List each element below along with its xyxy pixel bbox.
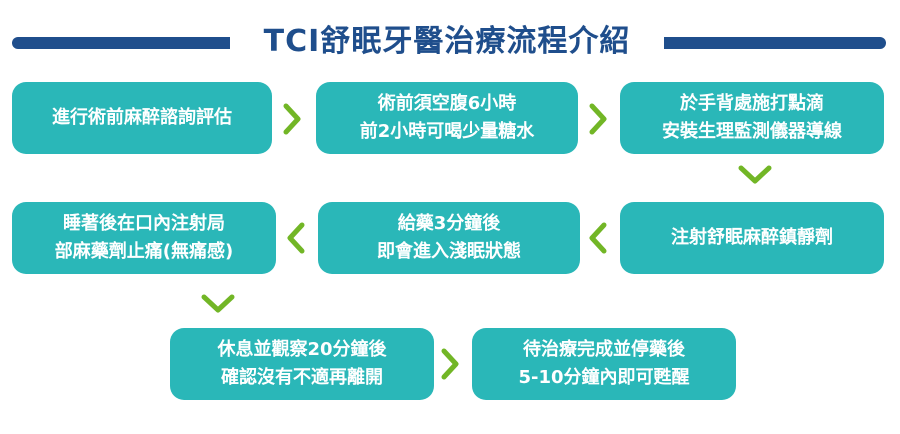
step-7-line-2: 確認沒有不適再離開: [221, 367, 383, 388]
step-1-line-1: 進行術前麻醉諮詢評估: [52, 107, 232, 128]
page-title: TCI舒眠牙醫治療流程介紹: [263, 24, 631, 59]
step-3-line-2: 安裝生理監測儀器導線: [662, 121, 842, 142]
chevron-right-icon: [282, 102, 302, 136]
step-8-line-2: 5-10分鐘內即可甦醒: [518, 367, 690, 388]
title-bar-left: [12, 37, 230, 49]
chevron-left-icon: [286, 221, 306, 255]
title-bar-right: [664, 37, 886, 49]
chevron-right-icon: [440, 347, 460, 381]
step-4-line-1: 注射舒眠麻醉鎮靜劑: [671, 227, 833, 248]
step-2-line-2: 前2小時可喝少量糖水: [359, 121, 535, 142]
step-3-box: 於手背處施打點滴 安裝生理監測儀器導線: [620, 82, 884, 154]
step-5-line-2: 即會進入淺眠狀態: [377, 241, 521, 262]
chevron-down-icon: [737, 164, 773, 186]
chevron-left-icon: [588, 221, 608, 255]
step-1-box: 進行術前麻醉諮詢評估: [12, 82, 272, 154]
step-4-box: 注射舒眠麻醉鎮靜劑: [620, 202, 884, 274]
step-2-line-1: 術前須空腹6小時: [377, 93, 517, 114]
step-6-box: 睡著後在口內注射局 部麻藥劑止痛(無痛感): [12, 202, 276, 274]
step-8-line-1: 待治療完成並停藥後: [523, 339, 685, 360]
step-6-line-1: 睡著後在口內注射局: [63, 213, 225, 234]
step-6-line-2: 部麻藥劑止痛(無痛感): [54, 241, 234, 262]
step-5-line-1: 給藥3分鐘後: [397, 213, 501, 234]
step-2-box: 術前須空腹6小時 前2小時可喝少量糖水: [316, 82, 578, 154]
chevron-down-icon: [200, 293, 236, 315]
step-3-line-1: 於手背處施打點滴: [680, 93, 824, 114]
step-7-line-1: 休息並觀察20分鐘後: [217, 339, 387, 360]
chevron-right-icon: [588, 102, 608, 136]
step-7-box: 休息並觀察20分鐘後 確認沒有不適再離開: [170, 328, 434, 400]
step-5-box: 給藥3分鐘後 即會進入淺眠狀態: [318, 202, 580, 274]
step-8-box: 待治療完成並停藥後 5-10分鐘內即可甦醒: [472, 328, 736, 400]
